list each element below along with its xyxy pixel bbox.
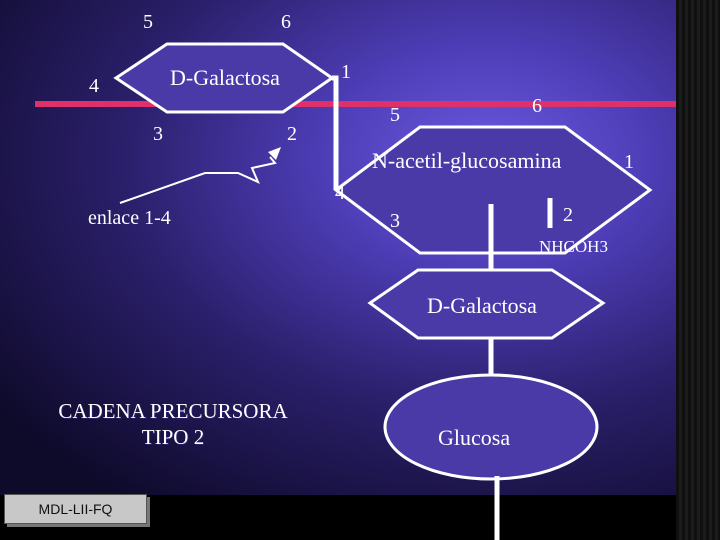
- top-carbon-2: 2: [287, 123, 297, 145]
- middle-carbon-3: 3: [390, 210, 400, 232]
- top-carbon-3: 3: [153, 123, 163, 145]
- lower-galactose-name: D-Galactosa: [427, 293, 537, 318]
- glucose-ellipse: [383, 373, 599, 481]
- caption-line-1: CADENA PRECURSORA: [58, 399, 288, 423]
- right-edge-band: [676, 0, 720, 540]
- lower-galactose-ring: [367, 268, 606, 340]
- middle-carbon-1: 1: [624, 151, 634, 173]
- top-carbon-1: 1: [341, 61, 351, 83]
- bond-pointer-arrow: [119, 156, 277, 204]
- chain-caption: CADENA PRECURSORA TIPO 2: [40, 398, 306, 451]
- bond-label: enlace 1-4: [88, 207, 171, 229]
- top-carbon-5: 5: [143, 11, 153, 33]
- glycosidic-bond-line: [332, 75, 339, 190]
- middle-carbon-2: 2: [563, 204, 573, 226]
- middle-carbon-4: 4: [335, 182, 345, 204]
- middle-glcnac-name: N-acetil-glucosamina: [372, 148, 562, 173]
- glucose-name: Glucosa: [438, 425, 511, 450]
- top-carbon-6: 6: [281, 11, 291, 33]
- nhcoh3-group: NHCOH3: [539, 237, 608, 256]
- caption-line-2: TIPO 2: [141, 425, 205, 450]
- top-carbon-4: 4: [89, 75, 99, 97]
- footer-badge: MDL-LII-FQ: [4, 494, 147, 524]
- middle-glcnac-ring: [333, 125, 653, 255]
- middle-carbon-5: 5: [390, 104, 400, 126]
- top-galactose-name: D-Galactosa: [170, 65, 280, 90]
- middle-carbon-6: 6: [532, 95, 542, 117]
- arrow-head: [268, 147, 281, 160]
